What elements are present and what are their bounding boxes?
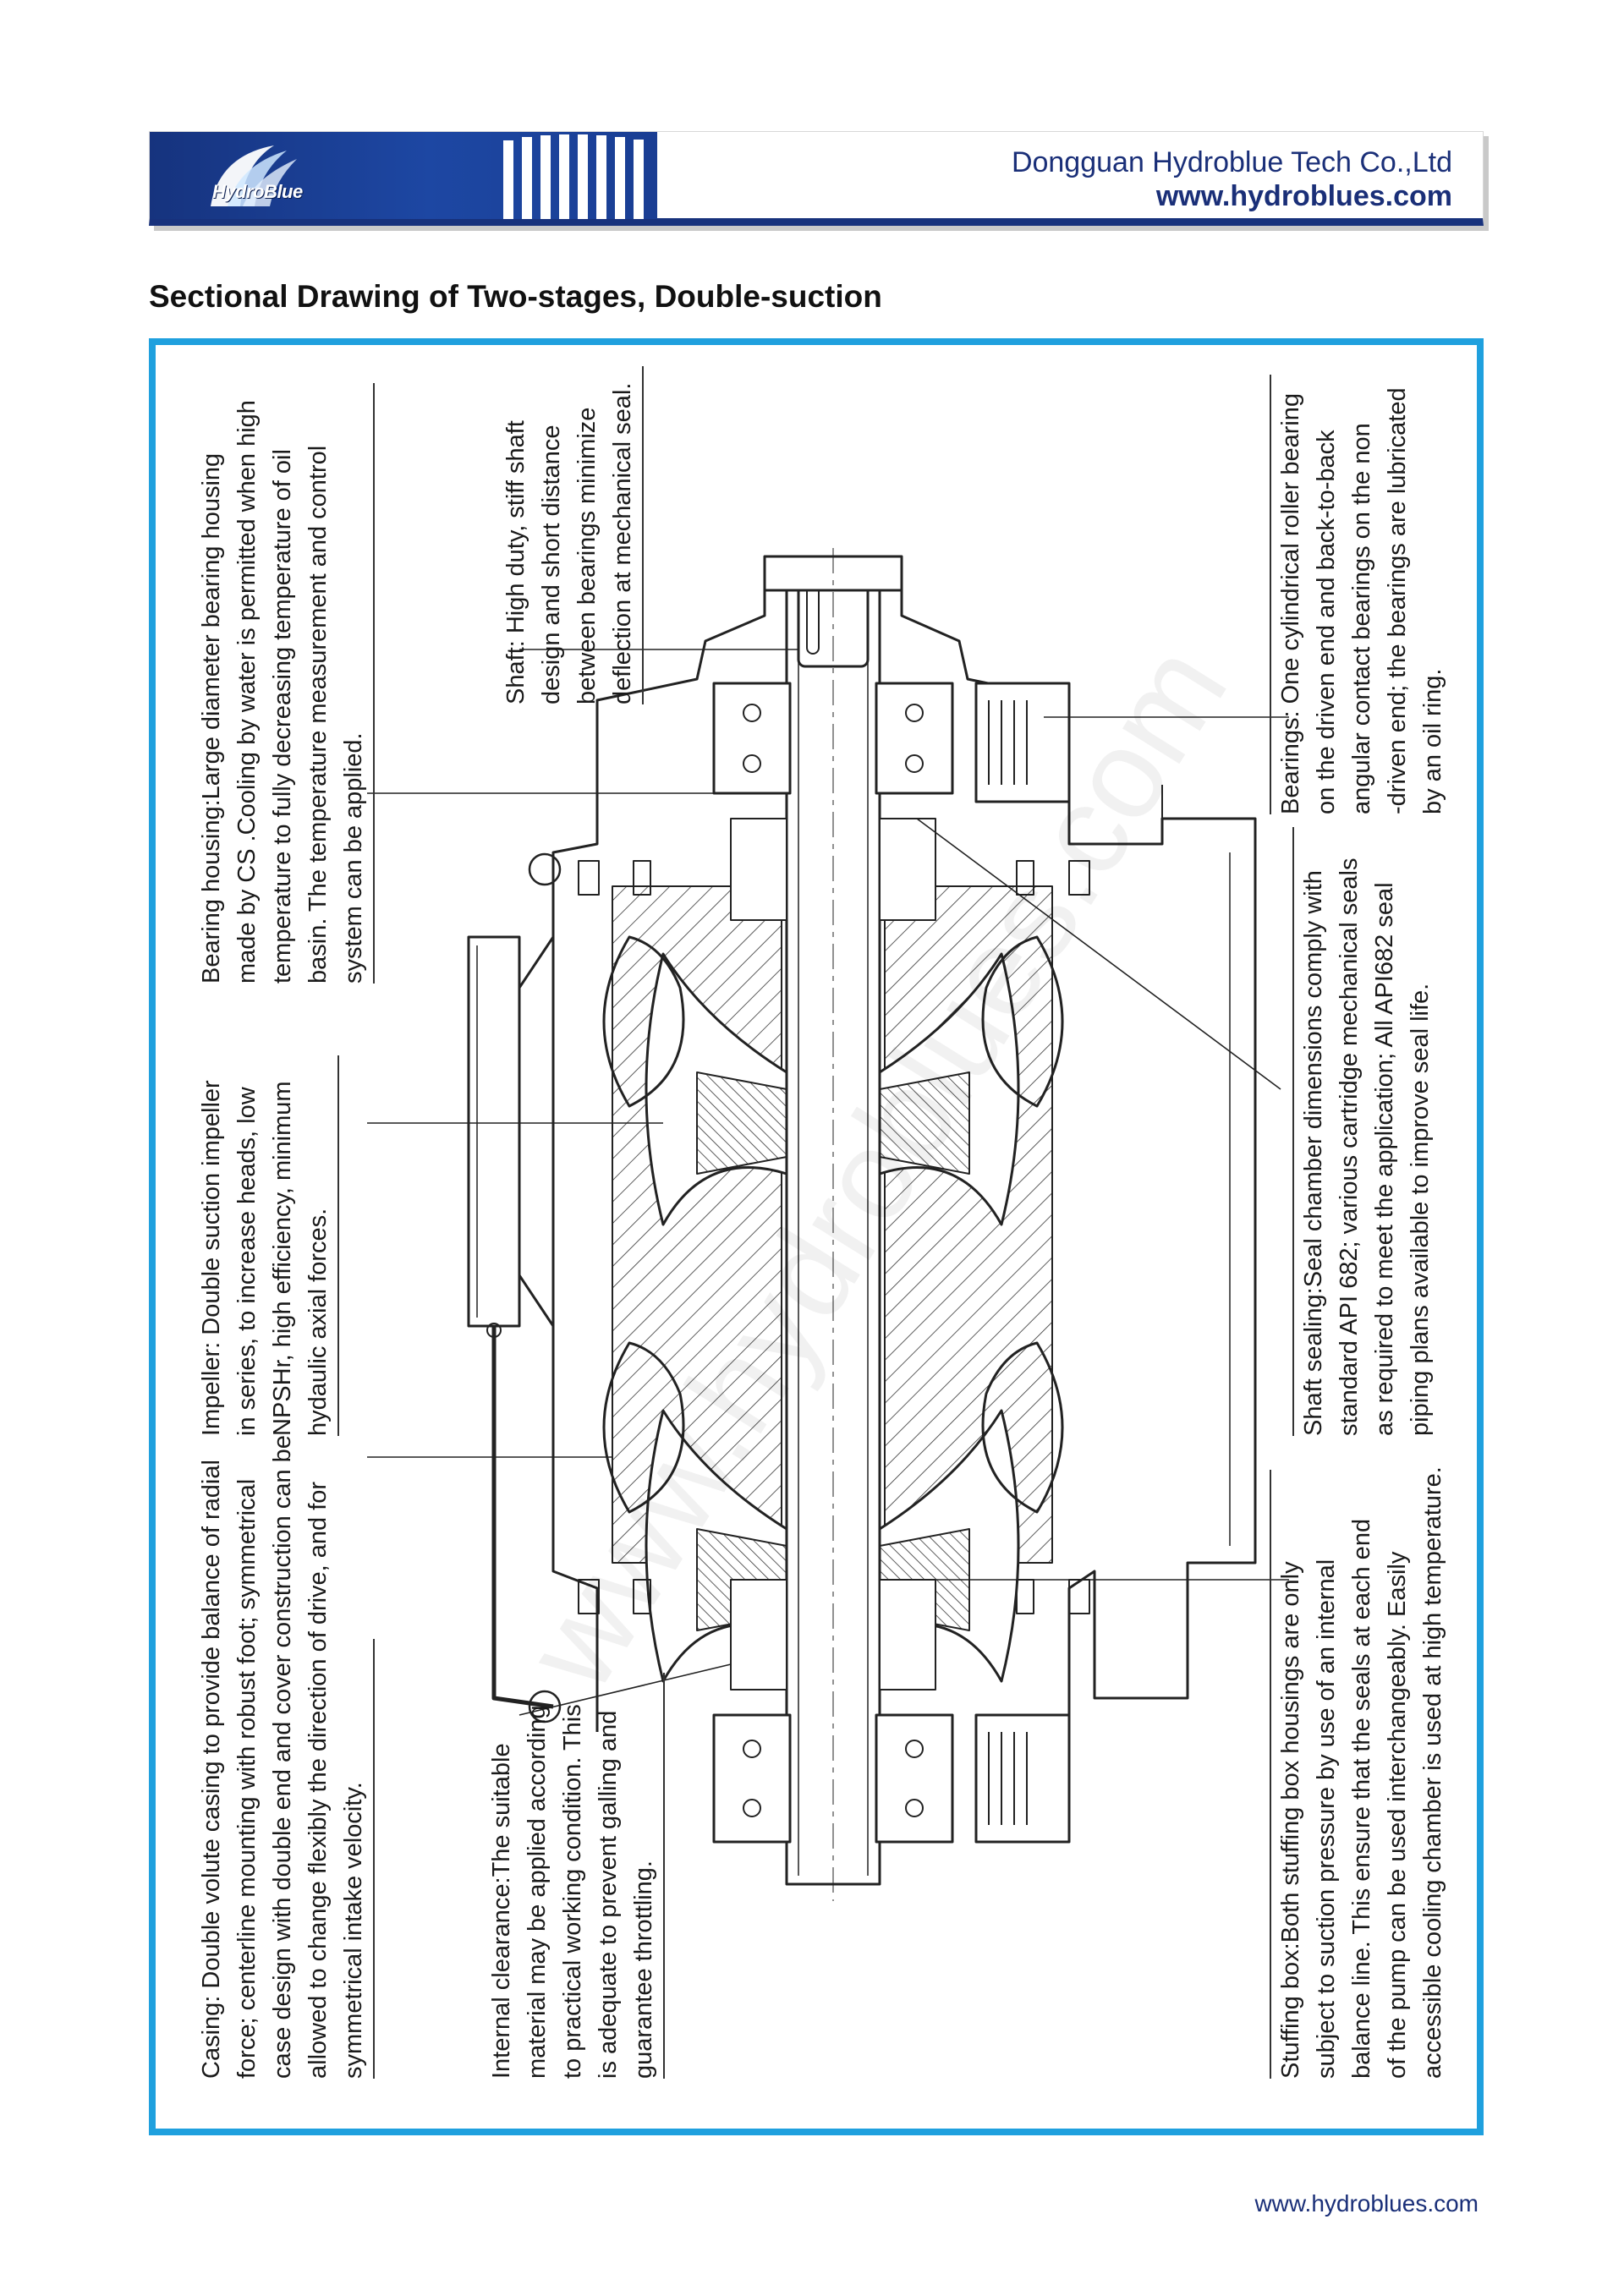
note-internal-clearance: Internal clearance:The suitable material… bbox=[484, 1673, 665, 2079]
note-impeller: Impeller: Double suction impeller in ser… bbox=[194, 1055, 339, 1436]
sectional-drawing-frame: www.hydroblues.com Casing: Double volute… bbox=[149, 338, 1484, 2135]
note-shaft-sealing: Shaft sealing:Seal chamber dimensions co… bbox=[1291, 827, 1438, 1436]
note-bearings: Bearings: One cylindrical roller bearing… bbox=[1268, 375, 1451, 814]
note-stuffing-box: Stuffing box:Both stuffing box housings … bbox=[1268, 1466, 1451, 2079]
company-name: Dongguan Hydroblue Tech Co.,Ltd bbox=[1011, 146, 1452, 178]
company-url[interactable]: www.hydroblues.com bbox=[1155, 180, 1452, 212]
footer-url[interactable]: www.hydroblues.com bbox=[1254, 2190, 1479, 2217]
note-bearing-housing: Bearing housing:Large diameter bearing h… bbox=[194, 383, 375, 984]
page-title: Sectional Drawing of Two-stages, Double-… bbox=[149, 279, 882, 314]
pump-sectional-drawing: www.hydroblues.com bbox=[367, 548, 1289, 1901]
hydroblue-logo-icon bbox=[211, 145, 297, 206]
logo-text: HydroBlue bbox=[212, 181, 303, 202]
note-shaft: Shaft: High duty, stiff shaft design and… bbox=[498, 366, 644, 704]
header-blue-panel: HydroBlue bbox=[150, 132, 657, 219]
company-block: Dongguan Hydroblue Tech Co.,Ltd www.hydr… bbox=[1012, 145, 1452, 213]
header-stripes bbox=[503, 134, 644, 219]
header-banner: HydroBlue Dongguan Hydroblue Tech Co.,Lt… bbox=[149, 131, 1484, 226]
note-casing: Casing: Double volute casing to provide … bbox=[194, 1435, 375, 2079]
